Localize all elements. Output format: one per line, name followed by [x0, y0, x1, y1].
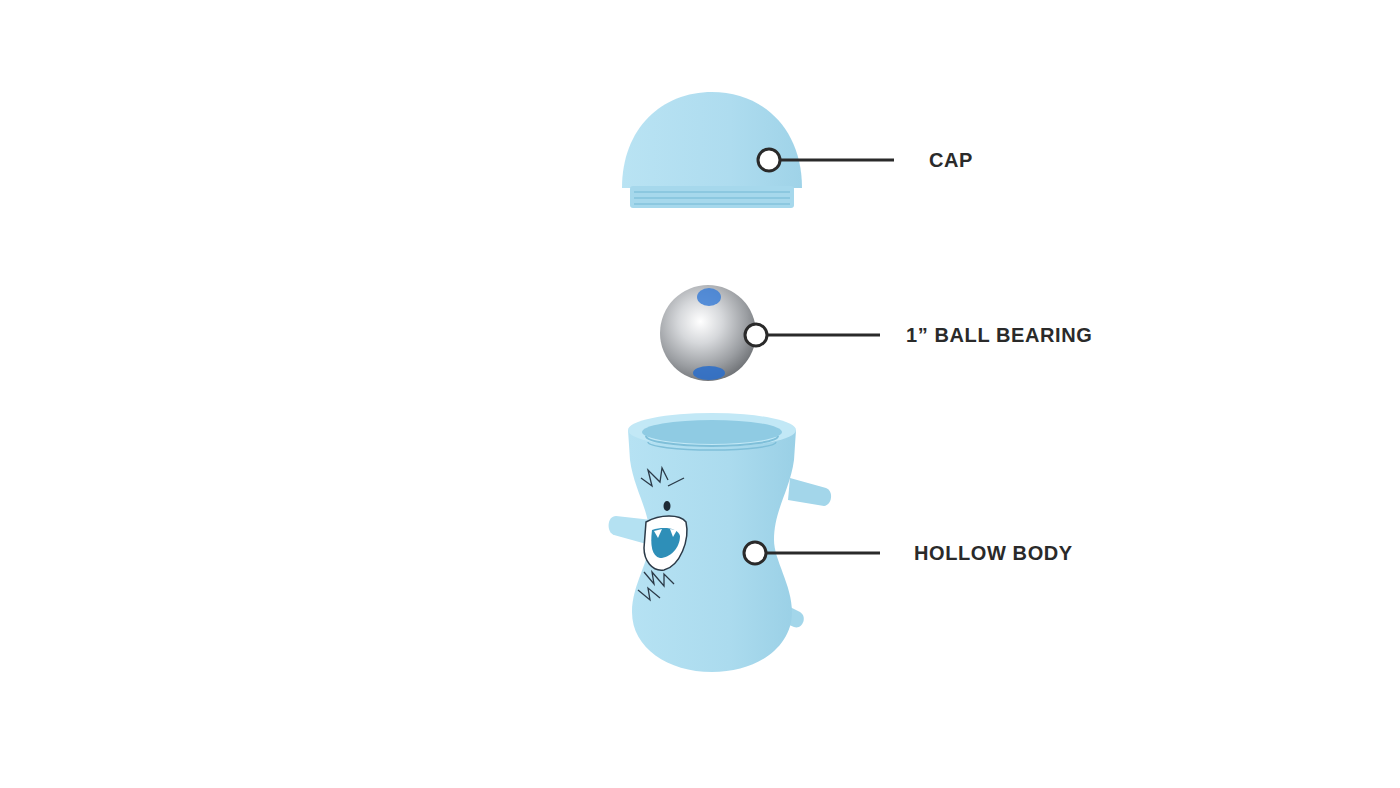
leader-line: [780, 159, 894, 162]
part-label: CAP: [926, 148, 976, 172]
leader-line: [767, 334, 880, 337]
hollow-body-drawing: [609, 413, 832, 672]
cap-drawing: [622, 92, 802, 208]
leader-line: [766, 552, 880, 555]
leader-dot: [745, 324, 767, 346]
ball-bearing-drawing: [660, 285, 756, 381]
yeti-face: [638, 468, 687, 600]
leader-dot: [744, 542, 766, 564]
leader-lines: [744, 149, 894, 564]
part-label: 1” BALL BEARING: [903, 323, 1095, 347]
part-label: HOLLOW BODY: [911, 541, 1076, 565]
leader-dot: [758, 149, 780, 171]
